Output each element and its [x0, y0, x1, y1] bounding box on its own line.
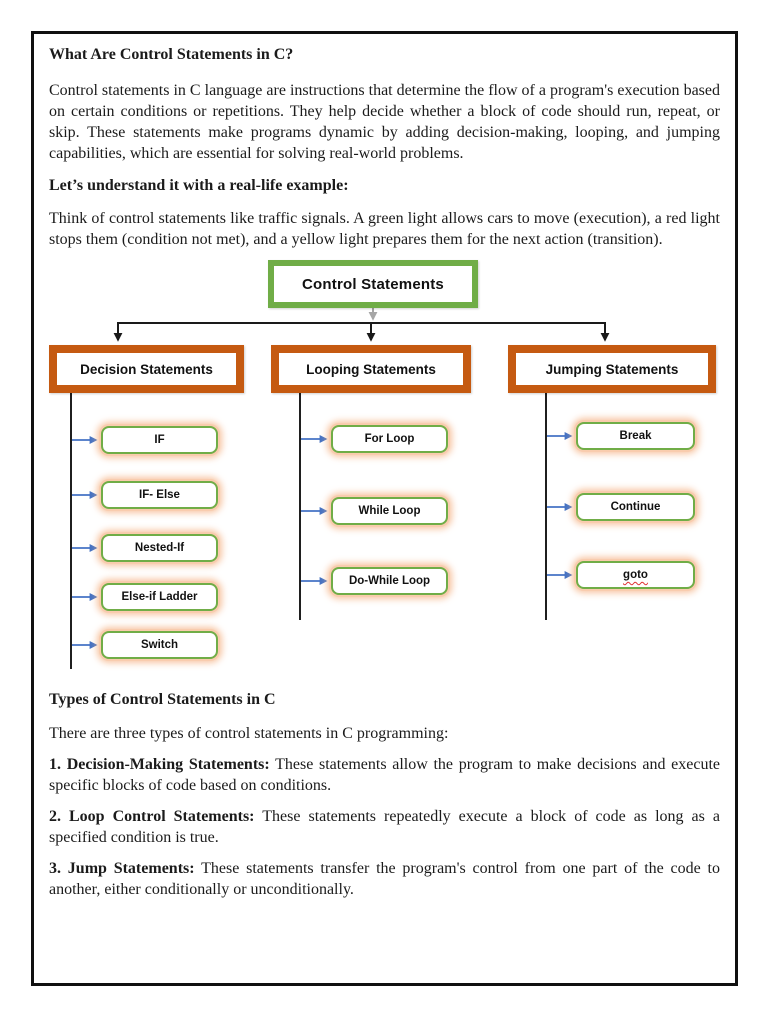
node-else-if-ladder: Else-if Ladder	[101, 583, 218, 611]
child-blue-arrows	[72, 432, 573, 649]
node-looping-statements: Looping Statements	[271, 345, 471, 393]
node-do-while-loop: Do-While Loop	[331, 567, 448, 595]
paragraph-three-types: There are three types of control stateme…	[49, 725, 449, 742]
numbered-item-loop: 2. Loop Control Statements: These statem…	[49, 806, 720, 848]
node-while-loop: While Loop	[331, 497, 448, 525]
node-decision-statements: Decision Statements	[49, 345, 244, 393]
node-jumping-statements: Jumping Statements	[508, 345, 716, 393]
node-control-statements: Control Statements	[268, 260, 478, 308]
node-switch: Switch	[101, 631, 218, 659]
section-heading-real-life: Let’s understand it with a real-life exa…	[49, 177, 349, 194]
item-lead-loop: 2. Loop Control Statements:	[49, 808, 255, 825]
item-lead-decision: 1. Decision-Making Statements:	[49, 756, 270, 773]
paragraph-intro: Control statements in C language are ins…	[49, 82, 720, 162]
node-if-else: IF- Else	[101, 481, 218, 509]
node-goto: goto	[576, 561, 695, 589]
diagram-connectors	[70, 308, 610, 669]
node-nested-if: Nested-If	[101, 534, 218, 562]
numbered-item-jump: 3. Jump Statements: These statements tra…	[49, 858, 720, 900]
item-text-loop: These statements repeatedly execute a bl…	[49, 808, 720, 846]
node-continue: Continue	[576, 493, 695, 521]
control-statements-diagram: Control Statements Decision Statements L…	[49, 256, 721, 674]
page-border-frame: What Are Control Statements in C? Contro…	[31, 31, 738, 986]
branch-stem-lines	[70, 393, 547, 669]
section-heading-types: Types of Control Statements in C	[49, 691, 276, 708]
node-for-loop: For Loop	[331, 425, 448, 453]
item-text-jump: These statements transfer the program's …	[49, 860, 720, 898]
node-if: IF	[101, 426, 218, 454]
section-heading-what-are: What Are Control Statements in C?	[49, 46, 294, 63]
node-break: Break	[576, 422, 695, 450]
item-lead-jump: 3. Jump Statements:	[49, 860, 195, 877]
numbered-item-decision: 1. Decision-Making Statements: These sta…	[49, 754, 720, 796]
node-goto-label: goto	[623, 569, 648, 581]
branch-bus-black-arrows	[113, 322, 610, 342]
paragraph-traffic-example: Think of control statements like traffic…	[49, 210, 720, 248]
item-text-decision: These statements allow the program to ma…	[49, 756, 720, 794]
